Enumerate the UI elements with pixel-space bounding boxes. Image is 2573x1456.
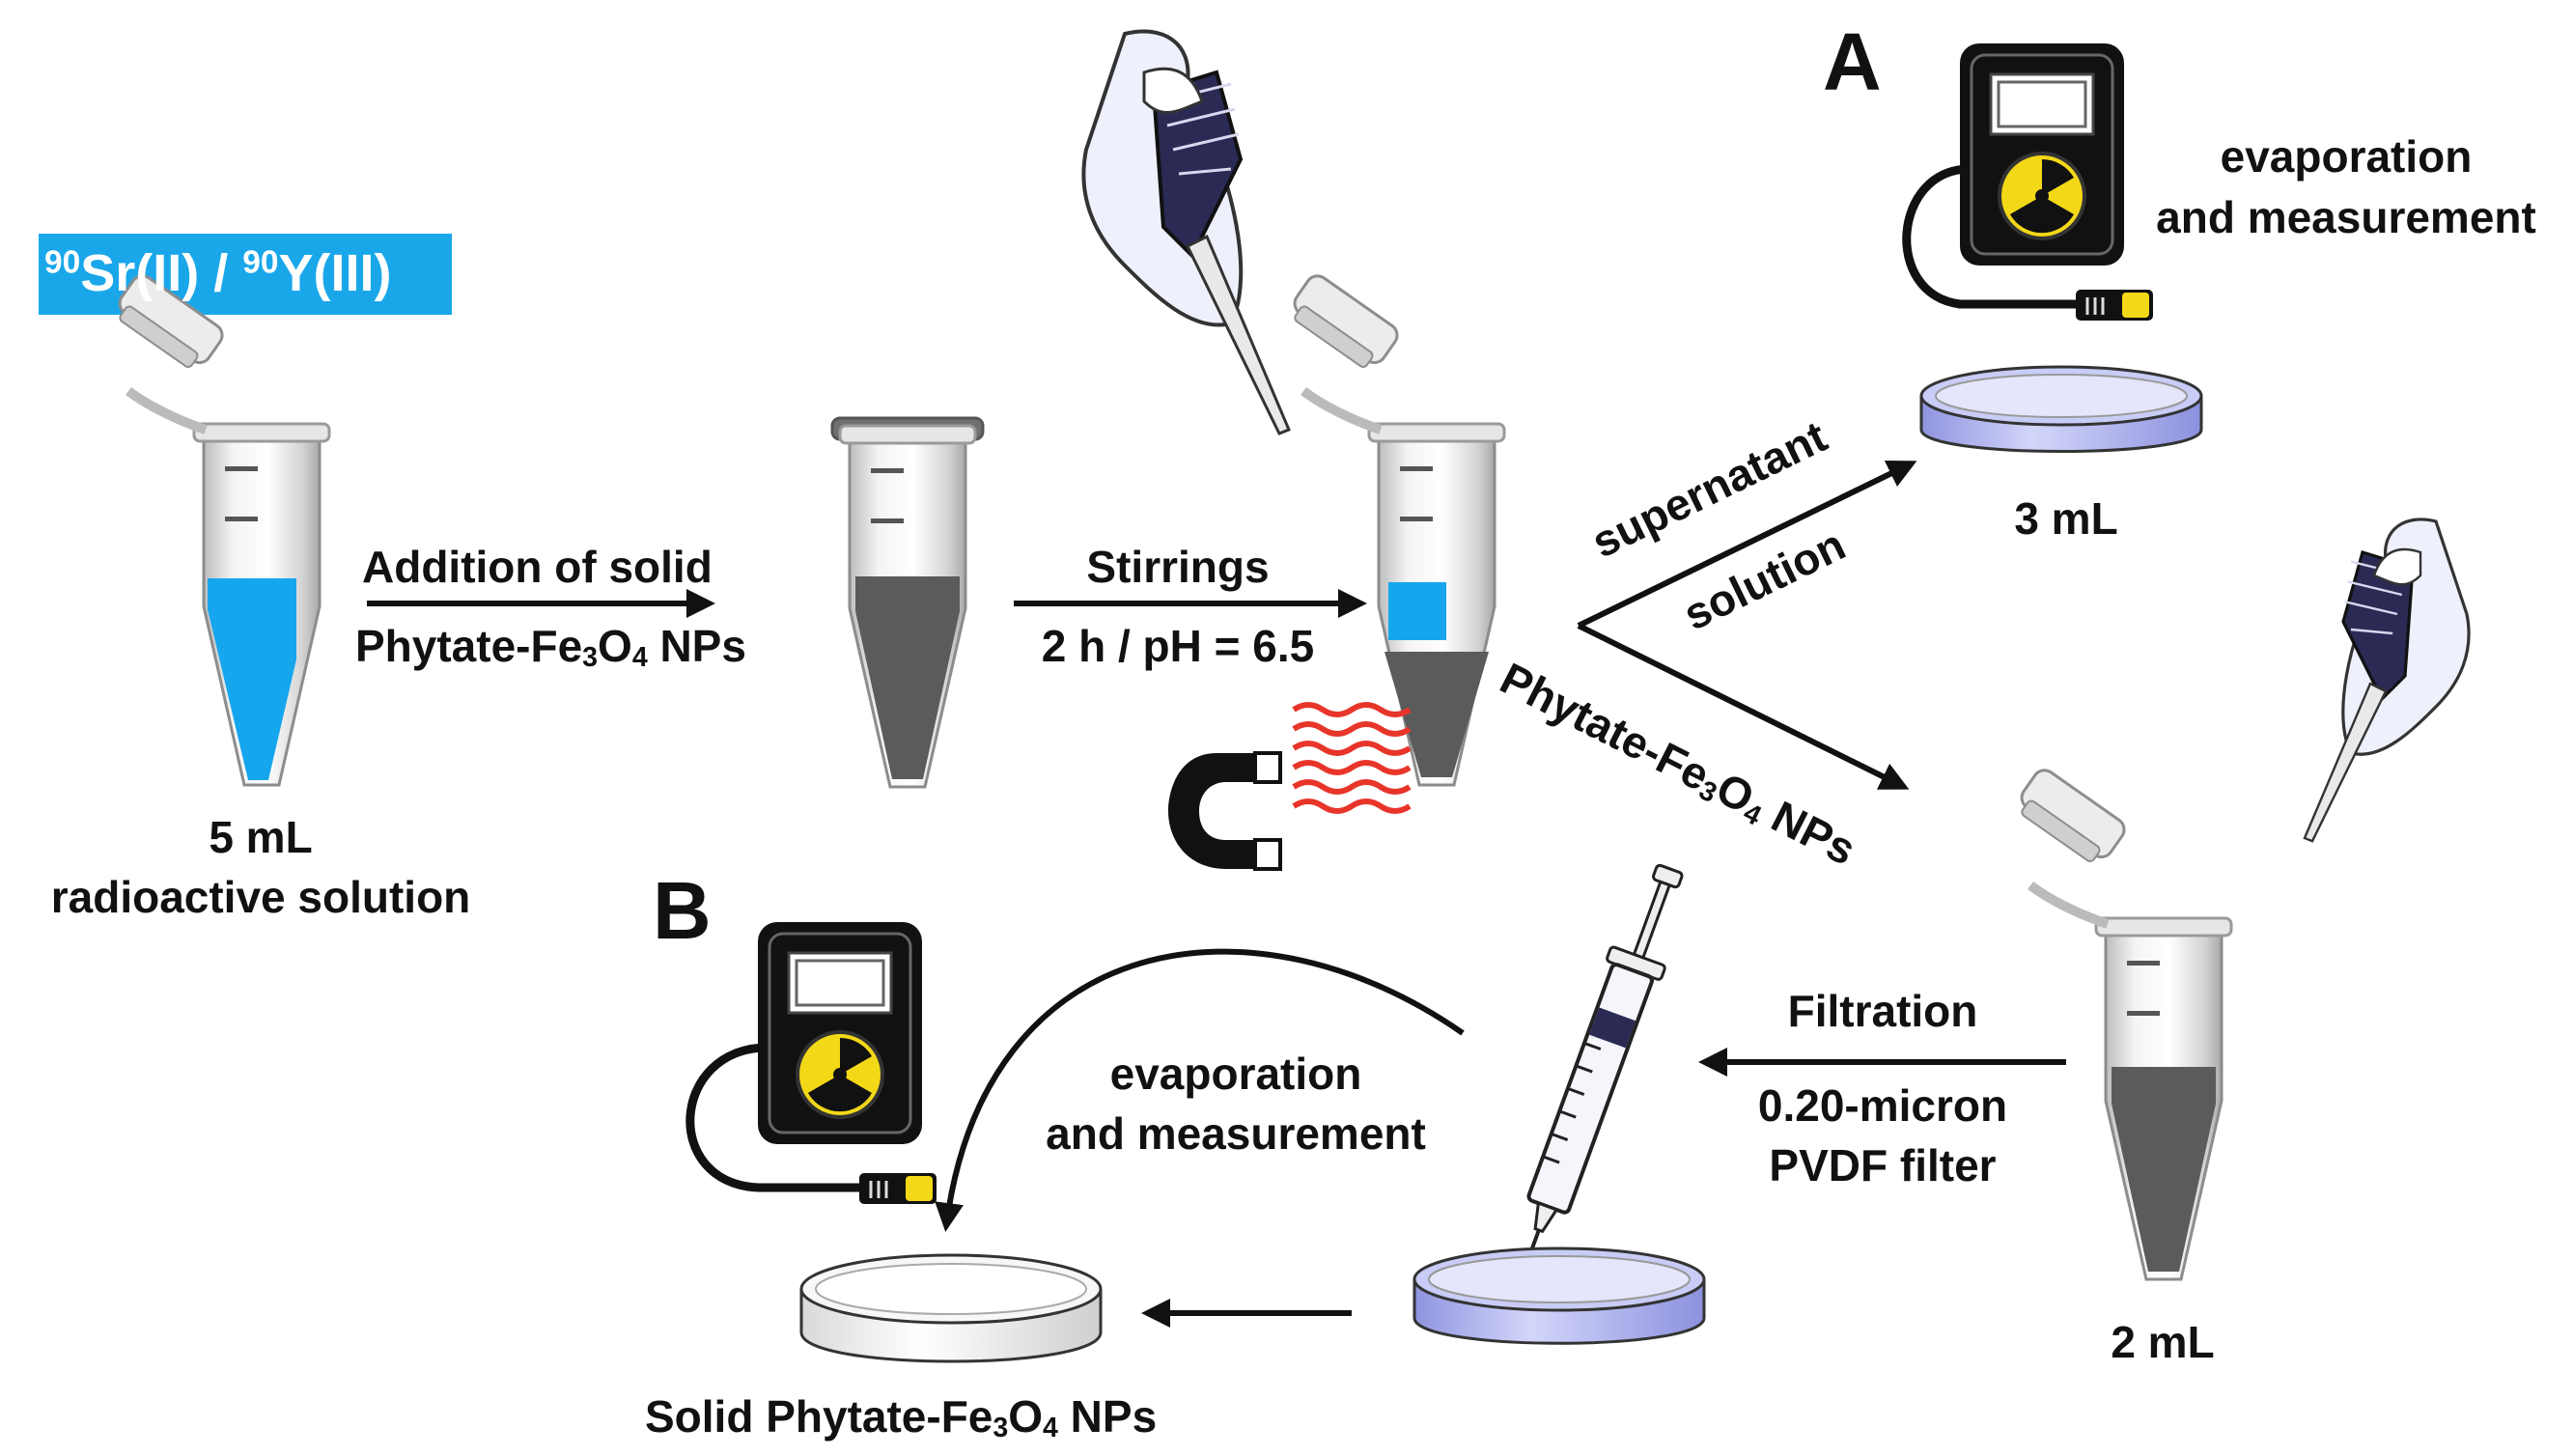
detector-a-icon — [1902, 42, 2153, 321]
measure-b-line1: evaporation — [1109, 1049, 1362, 1099]
arrow-evaporation-b — [935, 948, 1465, 1232]
isotope-y: Y(III) — [278, 244, 392, 302]
magnet-icon — [1168, 751, 1282, 871]
tube-2ml — [2012, 766, 2233, 1281]
start-volume: 5 mL — [209, 812, 313, 862]
step1-line2: Phytate-Fe3O4 NPs — [355, 621, 746, 674]
tube-with-particles — [830, 416, 985, 789]
petri-dish-solid — [799, 1253, 1103, 1363]
tube-separated — [1285, 271, 1506, 787]
measure-a-line2: and measurement — [2156, 192, 2536, 242]
isotope-sr: Sr(II) / — [80, 244, 243, 302]
isotope-label: 90Sr(II) / 90Y(III) — [44, 243, 391, 303]
arrow-supernatant — [1577, 461, 1917, 629]
filtration-line1: Filtration — [1787, 986, 1978, 1036]
arrow-nanoparticles — [1577, 623, 1910, 790]
syringe-icon — [1509, 863, 1684, 1305]
tube-start — [110, 271, 331, 787]
dish-a-volume: 3 mL — [2014, 493, 2118, 544]
panel-a-label: A — [1823, 16, 1882, 107]
measure-b-line2: and measurement — [1046, 1108, 1426, 1159]
petri-dish-a — [1919, 365, 2203, 453]
isotope-mass-y: 90 — [242, 244, 279, 281]
petri-dish-filtrate — [1412, 1246, 1706, 1345]
filtration-line2: 0.20-micron — [1757, 1080, 2008, 1131]
step2-line2: 2 h / pH = 6.5 — [1041, 621, 1315, 671]
filtration-line3: PVDF filter — [1769, 1140, 1997, 1190]
start-description: radioactive solution — [50, 872, 471, 922]
step1-line1: Addition of solid — [362, 542, 713, 592]
panel-b-label: B — [653, 865, 712, 956]
magnetic-field-icon — [1292, 702, 1412, 814]
tube4-volume: 2 mL — [2111, 1317, 2215, 1367]
final-label: Solid Phytate-Fe3O4 NPs — [645, 1391, 1158, 1444]
pipette-hand-right — [2303, 518, 2471, 843]
pipette-hand-top — [1081, 29, 1291, 435]
detector-b-icon — [685, 920, 937, 1204]
measure-a-line1: evaporation — [2220, 131, 2473, 182]
isotope-badge — [39, 234, 452, 315]
isotope-mass-sr: 90 — [44, 244, 81, 281]
step2-line1: Stirrings — [1086, 542, 1270, 592]
